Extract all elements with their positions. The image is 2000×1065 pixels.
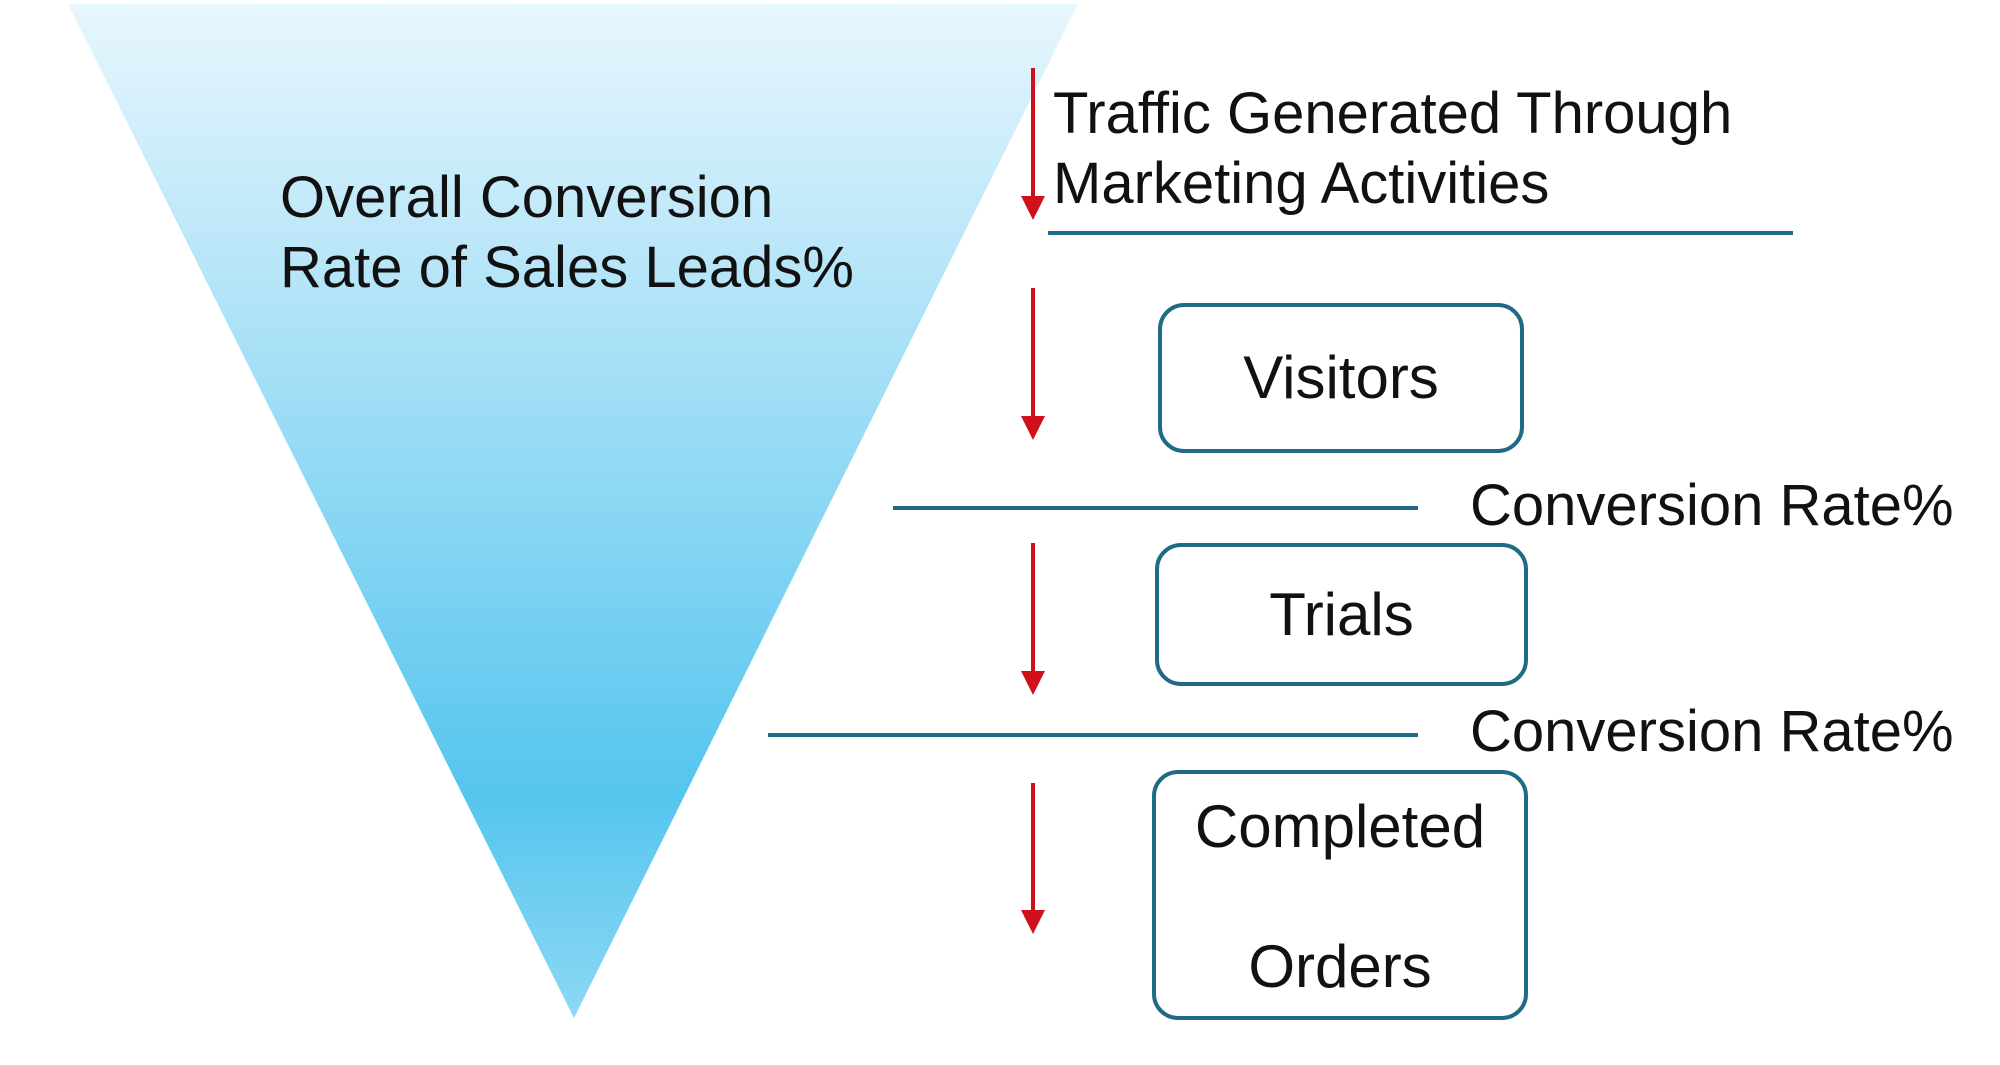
stage-label-visitors: Visitors [1243,344,1439,411]
funnel-triangle [68,4,1078,1018]
traffic-label-line2: Marketing Activities [1053,151,1550,216]
stage-label-orders-line2: Orders [1248,933,1432,1000]
traffic-label-line1: Traffic Generated Through [1053,81,1733,146]
stage-box-orders: Completed Orders [1152,770,1528,1020]
stage-label-trials: Trials [1269,580,1414,648]
conversion-rate-label-2: Conversion Rate% [1470,699,1954,764]
funnel-label-line2: Rate of Sales Leads% [280,235,854,300]
stage-label-orders-line1: Completed [1194,793,1486,860]
funnel-label-line1: Overall Conversion [280,165,774,230]
conversion-rate-label-1: Conversion Rate% [1470,473,1954,538]
stage-box-visitors: Visitors [1158,303,1524,453]
stage-box-trials: Trials [1155,543,1528,686]
